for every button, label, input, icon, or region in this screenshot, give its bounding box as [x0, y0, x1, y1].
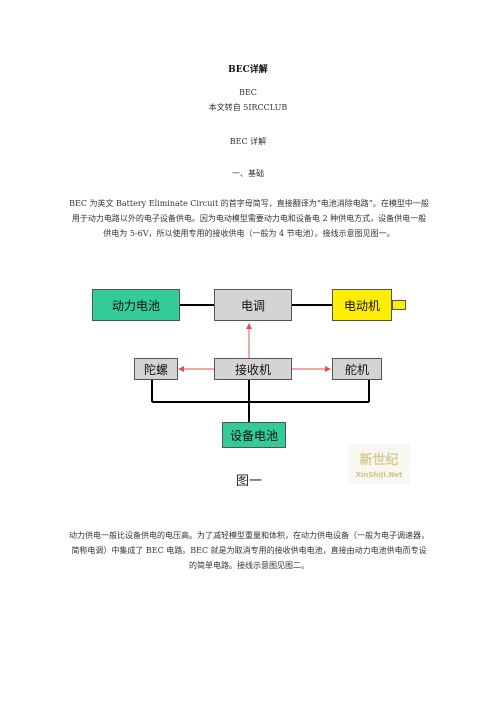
- svg-text:XinShiJi.Net: XinShiJi.Net: [356, 471, 403, 479]
- figure-caption: 图一: [235, 474, 262, 489]
- box-device-battery: 设备电池: [222, 422, 286, 448]
- doc-line-bec: BEC: [239, 88, 257, 97]
- paragraph-1: BEC 为英文 Battery Eliminate Circuit 的首字母简写…: [69, 199, 429, 238]
- doc-title: BEC详解: [228, 65, 268, 75]
- diagram-lines: [151, 304, 370, 422]
- svg-text:新世纪: 新世纪: [359, 452, 398, 468]
- motor-shaft: [392, 300, 406, 310]
- doc-source-line: 本文转自 5IRCCLUB: [208, 103, 288, 112]
- box-receiver: 接收机: [214, 358, 292, 380]
- box-motor: 电动机: [332, 289, 392, 321]
- figure-1-diagram: 动力电池 电调 电动机 陀螺 接收机 舵机 设备电池 图一 新世纪 XinShi…: [82, 280, 416, 500]
- box-servo: 舵机: [332, 358, 382, 380]
- doc-subtitle: BEC 详解: [229, 137, 267, 146]
- paragraph-2: 动力供电一般比设备供电的电压高。为了减轻模型重量和体积，在动力供电设备（一般为电…: [69, 531, 429, 570]
- watermark-logo: 新世纪 XinShiJi.Net: [348, 444, 410, 484]
- box-power-battery: 动力电池: [92, 289, 180, 321]
- box-esc: 电调: [214, 289, 292, 321]
- box-gyro: 陀螺: [134, 358, 178, 380]
- section-heading: 一、基础: [232, 169, 264, 178]
